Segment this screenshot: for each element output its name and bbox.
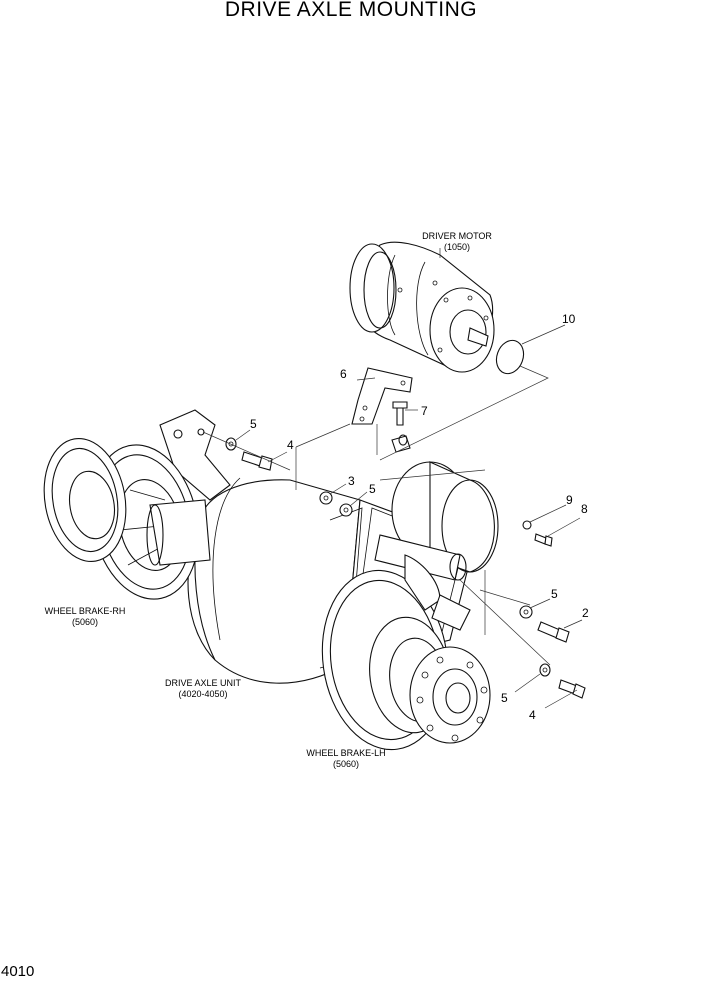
callout-5-right: 5 <box>551 587 558 601</box>
label-driver-motor: DRIVER MOTOR <box>422 231 492 241</box>
callout-7: 7 <box>421 404 428 418</box>
callout-4-top-left: 4 <box>287 438 294 452</box>
bolt-8 <box>534 533 553 547</box>
label-driver-motor-code: (1050) <box>444 242 470 252</box>
callout-4-bottom: 4 <box>529 708 536 722</box>
callout-5-mid: 5 <box>369 482 376 496</box>
bolt-2 <box>537 621 570 643</box>
washer-9 <box>522 520 532 530</box>
callout-8: 8 <box>581 502 588 516</box>
callout-3: 3 <box>348 474 355 488</box>
page-title: DRIVE AXLE MOUNTING <box>224 0 478 21</box>
o-ring <box>495 339 525 375</box>
callout-2: 2 <box>582 606 589 620</box>
label-wheel-brake-lh: WHEEL BRAKE-LH <box>306 748 385 758</box>
washer-5-bottom <box>539 663 551 677</box>
washer-5-mid <box>339 503 353 517</box>
page-number: 4010 <box>1 963 35 980</box>
callout-9: 9 <box>566 493 573 507</box>
label-wheel-brake-lh-code: (5060) <box>333 759 359 769</box>
leader-lines <box>202 248 583 709</box>
driver-motor <box>349 241 495 373</box>
callout-5-bottom: 5 <box>501 691 508 705</box>
bolt-4-top-left <box>241 451 273 471</box>
label-drive-axle-unit: DRIVE AXLE UNIT <box>165 678 242 688</box>
callout-6: 6 <box>340 367 347 381</box>
callout-10: 10 <box>562 312 576 326</box>
wheel-brake-lh <box>321 569 491 751</box>
label-wheel-brake-rh-code: (5060) <box>72 617 98 627</box>
washer-5-right <box>519 605 533 619</box>
label-drive-axle-unit-code: (4020-4050) <box>178 689 227 699</box>
fitting <box>391 434 411 453</box>
wheel-brake-rh <box>43 409 231 600</box>
screw-7 <box>392 401 408 426</box>
bolt-4-bottom <box>558 679 586 699</box>
bracket <box>351 367 413 425</box>
nut-3 <box>319 491 333 505</box>
label-wheel-brake-rh: WHEEL BRAKE-RH <box>45 606 126 616</box>
callout-5-top-left: 5 <box>250 417 257 431</box>
input-shaft-housing <box>374 461 499 631</box>
